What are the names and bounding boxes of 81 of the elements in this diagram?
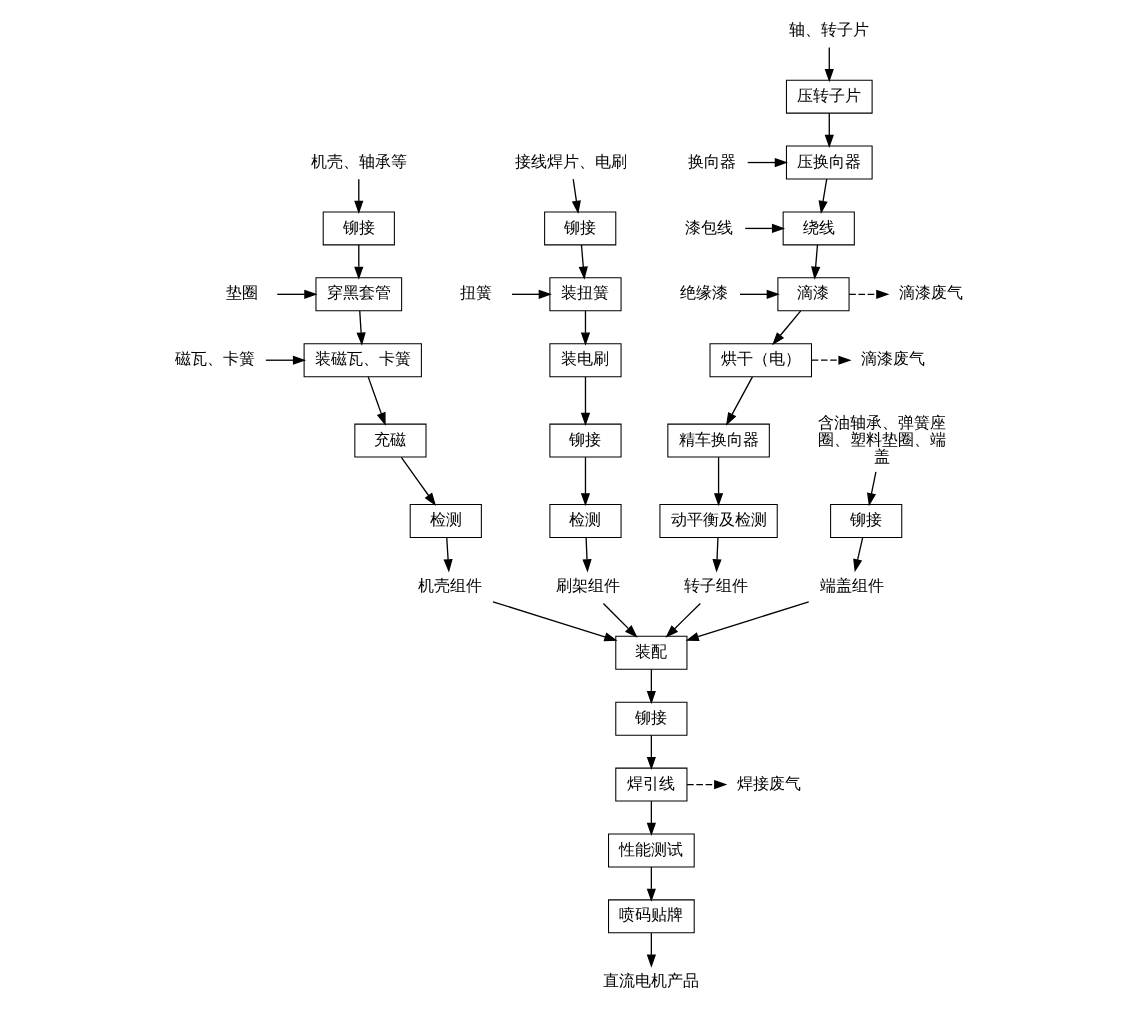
arrow [580, 375, 590, 426]
node-text: 含油轴承、弹簧座圈、塑料垫圈、端盖 [817, 412, 946, 466]
arrow [356, 309, 366, 346]
node-text: 滴漆废气 [860, 348, 925, 368]
arrow [581, 536, 592, 572]
arrow [443, 536, 453, 572]
node-box: 精车换向器 [666, 423, 770, 458]
arrow [685, 600, 809, 641]
arrow [580, 456, 590, 506]
arrow [400, 456, 436, 506]
node-text: 漆包线 [684, 217, 733, 237]
arrow [580, 309, 590, 346]
node-box: 性能测试 [607, 832, 695, 867]
node-text: 机壳、轴承等 [310, 151, 407, 171]
node-box: 检测 [409, 503, 482, 538]
node-text: 滴漆废气 [898, 282, 963, 302]
arrow [646, 931, 656, 968]
arrow [848, 289, 889, 299]
node-box: 铆接 [322, 210, 395, 245]
node-box: 喷码贴牌 [607, 898, 695, 933]
node-text: 绝缘漆 [679, 282, 728, 302]
arrow [367, 375, 386, 426]
node-box: 检测 [548, 503, 622, 538]
arrow [810, 243, 820, 280]
node-text: 刷架组件 [555, 575, 620, 595]
arrow [824, 112, 834, 148]
node-text: 轴、转子片 [788, 19, 869, 39]
node-box: 动平衡及检测 [658, 503, 778, 538]
arrow [771, 309, 801, 345]
arrow [578, 243, 588, 280]
node-box: 铆接 [548, 423, 622, 458]
arrow [646, 865, 656, 902]
arrow [852, 536, 863, 572]
node-text: 端盖组件 [819, 575, 884, 595]
arrow [685, 779, 727, 789]
node-box: 穿黑套管 [314, 276, 402, 311]
node-text: 换向器 [687, 151, 736, 171]
arrow [746, 157, 788, 167]
node-box: 装磁瓦、卡簧 [303, 342, 422, 377]
arrow [824, 46, 834, 82]
node-box: 滴漆 [776, 276, 850, 311]
node-text: 机壳组件 [417, 575, 482, 595]
node-box: 压换向器 [785, 145, 873, 180]
arrow [571, 178, 581, 214]
arrow [725, 375, 753, 426]
node-text: 磁瓦、卡簧 [174, 348, 255, 368]
arrow [602, 602, 638, 638]
arrow [491, 600, 617, 641]
node-text: 焊接废气 [736, 773, 801, 793]
node-text: 扭簧 [459, 282, 492, 302]
node-box: 装扭簧 [548, 276, 622, 311]
arrow [510, 289, 552, 299]
arrow [713, 456, 723, 506]
arrow [276, 289, 317, 299]
arrow [646, 668, 656, 704]
node-text: 直流电机产品 [602, 970, 699, 990]
arrow [818, 178, 828, 214]
arrow [646, 734, 656, 770]
node-box: 装配 [614, 635, 687, 670]
node-box: 烘干（电） [709, 342, 812, 377]
arrow [353, 243, 363, 280]
node-text: 垫圈 [225, 282, 258, 302]
arrow [353, 178, 363, 214]
node-box: 铆接 [543, 210, 616, 245]
arrow [264, 355, 306, 365]
node-text: 接线焊片、电刷 [514, 151, 627, 171]
arrow [810, 355, 852, 365]
arrow [866, 470, 877, 506]
node-box: 装电刷 [548, 342, 622, 377]
node-box: 绕线 [782, 210, 855, 245]
node-box: 焊引线 [614, 767, 687, 802]
node-box: 压转子片 [785, 79, 873, 114]
node-box: 铆接 [829, 503, 902, 538]
node-box: 充磁 [353, 423, 427, 458]
arrow [738, 289, 780, 299]
arrow [646, 800, 656, 836]
arrow [711, 536, 722, 572]
node-box: 铆接 [614, 701, 687, 736]
arrow [664, 602, 701, 638]
node-text: 转子组件 [683, 575, 748, 595]
arrow [744, 223, 785, 233]
